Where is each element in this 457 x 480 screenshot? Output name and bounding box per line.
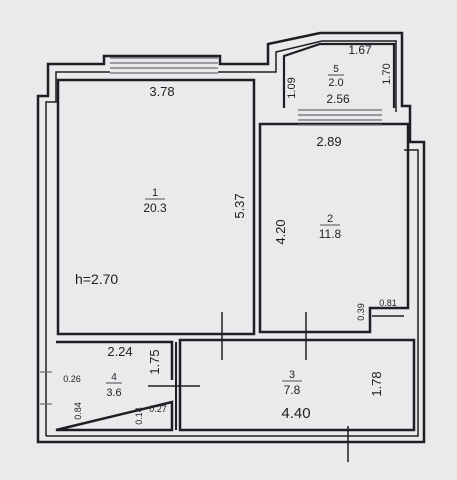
dim-room1-width: 3.78 — [149, 84, 174, 99]
room-2-area: 11.8 — [319, 227, 342, 241]
dim-niche-depth: 0.39 — [356, 303, 366, 321]
dim-hall-width: 4.40 — [281, 405, 310, 422]
inner-wall-line — [45, 40, 419, 437]
room-1-area: 20.3 — [143, 201, 167, 215]
dim-bath-door-left: 0.14 — [134, 407, 144, 425]
dim-balcony-bottom: 2.56 — [326, 92, 350, 106]
room-3-area: 7.8 — [284, 383, 301, 397]
window-bath — [40, 371, 52, 405]
room-1-outline — [56, 78, 256, 336]
dim-niche-width: 0.81 — [379, 298, 397, 308]
room-labels: 1 20.3 2 11.8 3 7.8 4 3.6 5 2.0 h=2.70 — [75, 64, 344, 399]
dim-balcony-top: 1.67 — [348, 43, 372, 57]
room-3-number: 3 — [289, 369, 295, 381]
dim-bath-length: 1.75 — [147, 349, 162, 374]
windows — [40, 57, 382, 405]
dim-room1-length: 5.37 — [232, 193, 247, 218]
outer-wall — [36, 31, 426, 444]
dim-room2-width: 2.89 — [316, 134, 341, 149]
window-balcony — [298, 109, 382, 126]
window-top — [110, 57, 218, 74]
dim-room2-length: 4.20 — [273, 219, 288, 244]
room-5-area: 2.0 — [328, 77, 343, 89]
room-2-number: 2 — [327, 213, 333, 225]
room-5-number: 5 — [333, 64, 339, 75]
room-1-number: 1 — [152, 187, 158, 199]
dim-balcony-left: 1.09 — [286, 77, 298, 98]
dim-bath-door-right: 0.27 — [149, 404, 167, 414]
dim-bath-width: 2.24 — [107, 344, 132, 359]
walls — [36, 31, 426, 462]
room-2-outline — [258, 122, 410, 334]
dim-hall-length: 1.78 — [369, 371, 384, 396]
dimension-labels: 3.78 5.37 2.89 4.20 1.67 1.09 1.70 2.56 … — [63, 43, 397, 425]
room-5-outline — [282, 42, 396, 108]
room-4-number: 4 — [111, 372, 117, 383]
dim-bath-left-lower: 0.84 — [73, 402, 83, 420]
dim-bath-left-upper: 0.26 — [63, 374, 81, 384]
ceiling-height: h=2.70 — [75, 271, 118, 287]
room-3-outline — [178, 338, 416, 432]
dim-balcony-right: 1.70 — [381, 63, 393, 84]
room-4-area: 3.6 — [106, 387, 121, 399]
room-4-outline — [55, 340, 174, 432]
